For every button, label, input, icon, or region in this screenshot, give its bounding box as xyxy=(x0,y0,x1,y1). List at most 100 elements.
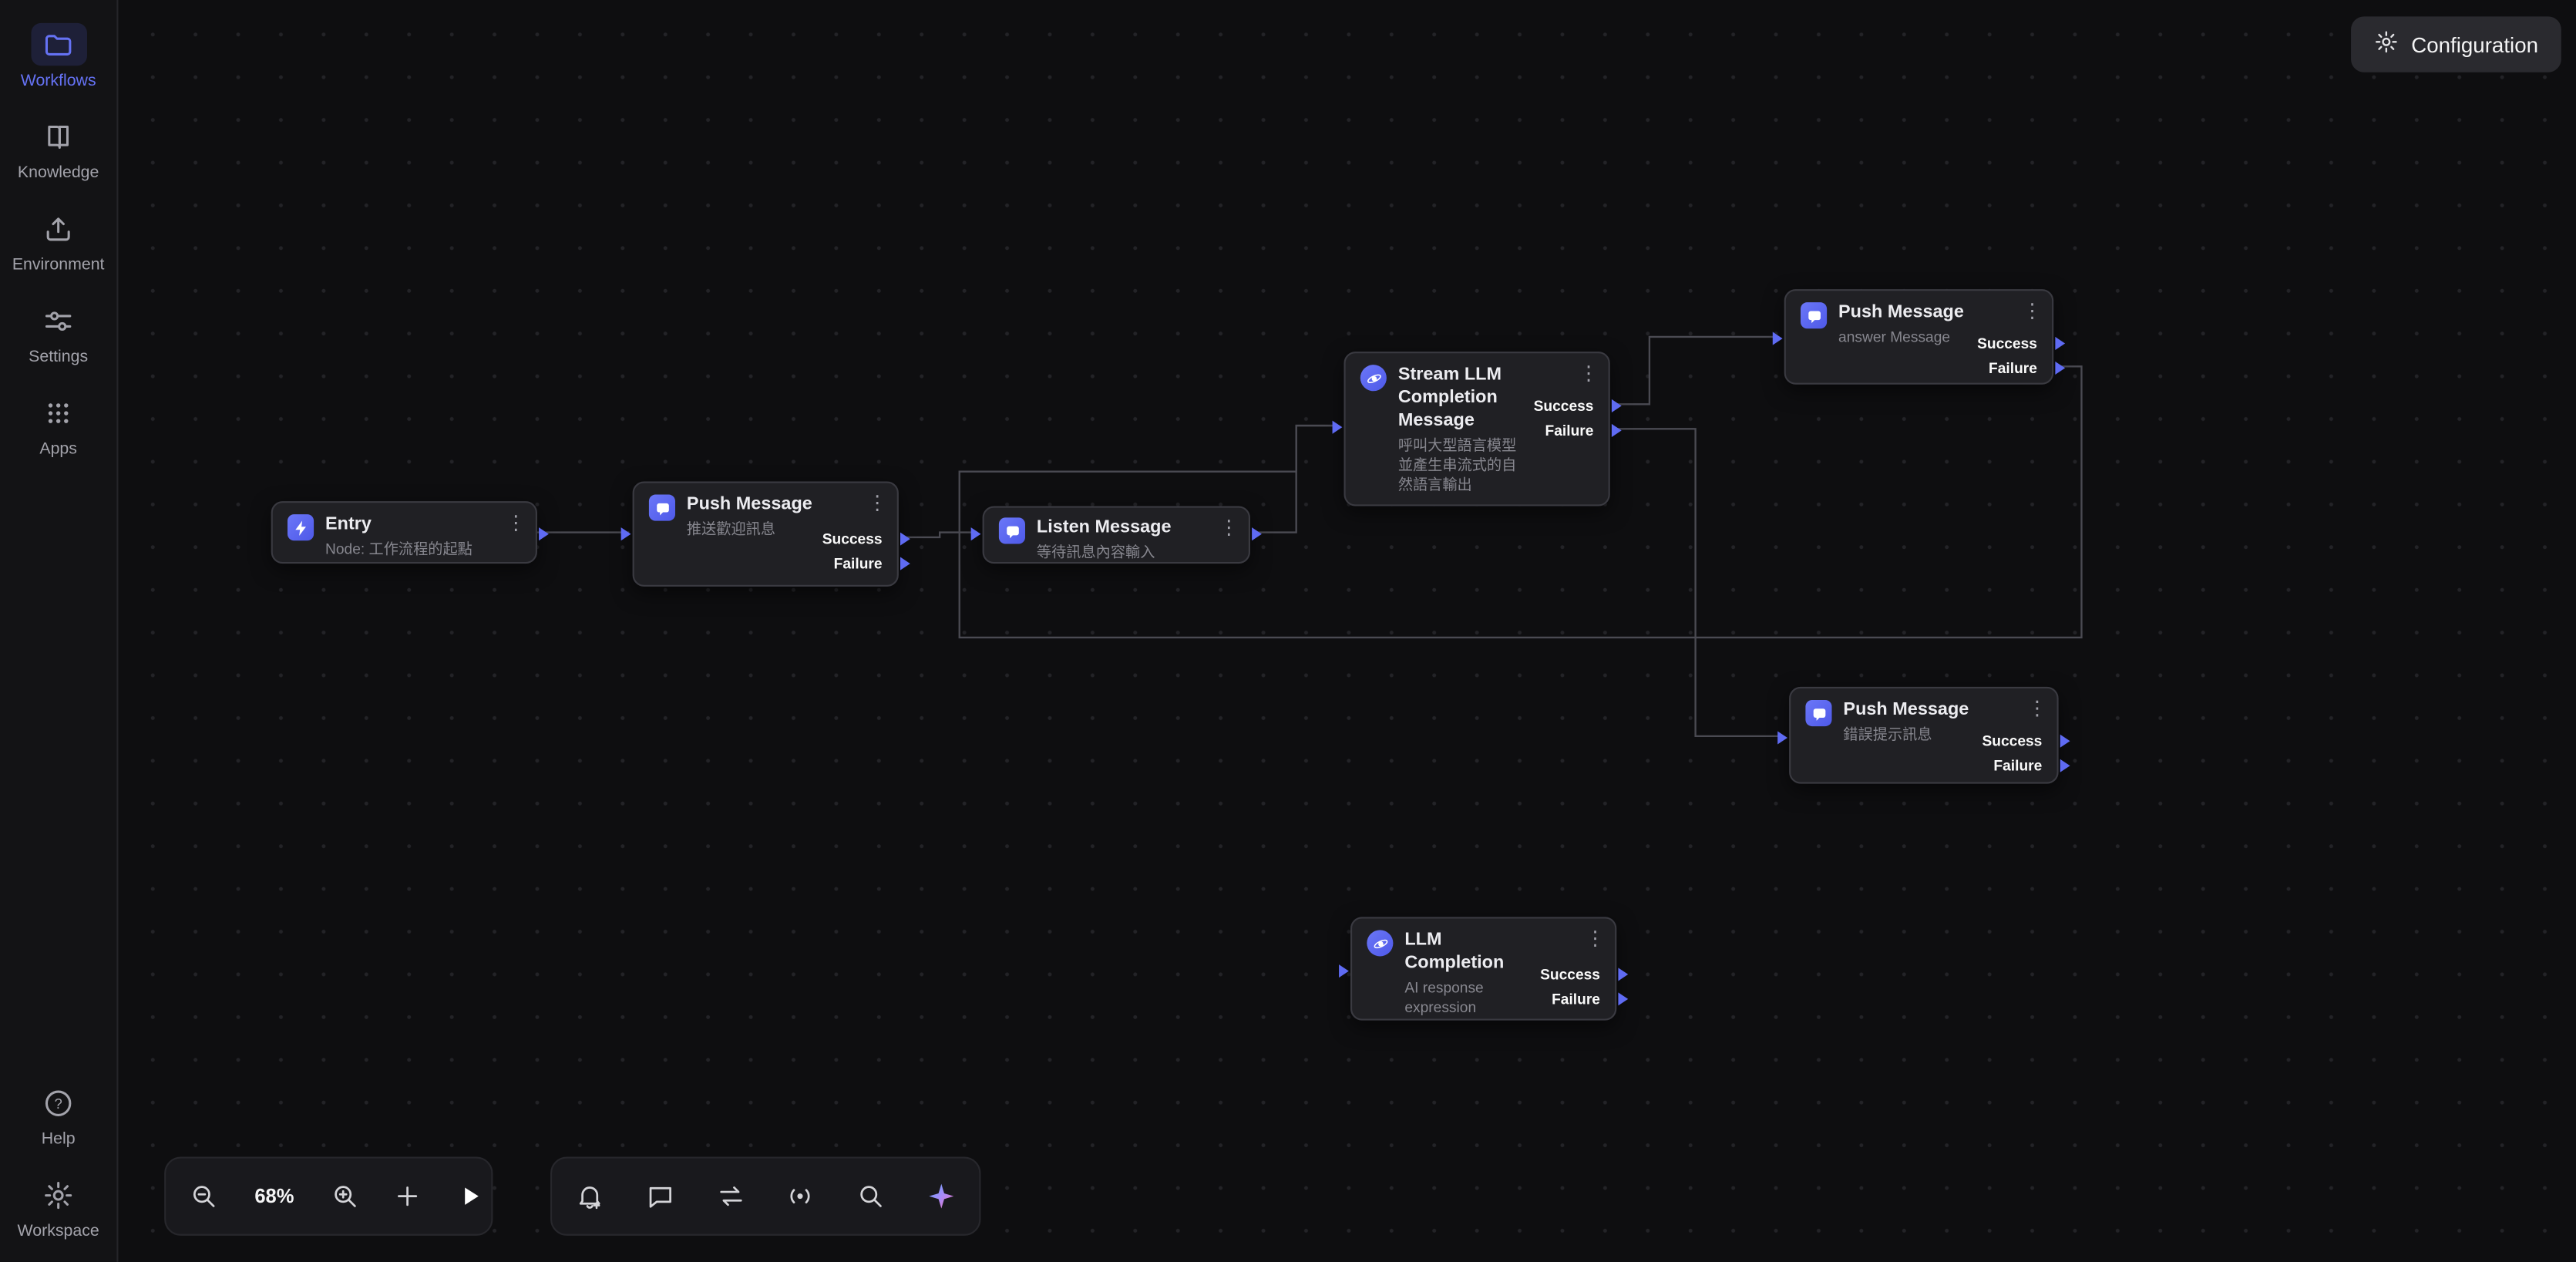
apps-grid-icon xyxy=(30,391,86,433)
success-port[interactable] xyxy=(1611,399,1622,412)
output-port[interactable] xyxy=(1252,527,1262,541)
upload-icon xyxy=(30,207,86,250)
gear-icon xyxy=(2373,29,2398,59)
node-menu-icon[interactable]: ⋮ xyxy=(867,491,887,515)
node-subtitle: 呼叫大型語言模型並產生串流式的自然語言輸出 xyxy=(1397,436,1517,493)
node-subtitle: answer Message xyxy=(1838,328,1951,345)
success-port[interactable] xyxy=(1618,968,1629,981)
add-node-icon[interactable] xyxy=(392,1181,422,1210)
node-menu-icon[interactable]: ⋮ xyxy=(1579,361,1599,385)
question-glyph: ? xyxy=(55,1095,62,1111)
zoom-in-icon[interactable] xyxy=(330,1181,359,1210)
ai-sparkle-icon[interactable] xyxy=(926,1181,956,1210)
sidebar: Workflows Knowledge Environment Settings xyxy=(0,0,119,1262)
success-label: Success xyxy=(1533,397,1594,415)
node-menu-icon[interactable]: ⋮ xyxy=(1585,927,1606,950)
failure-label: Failure xyxy=(833,555,883,572)
sidebar-item-environment[interactable]: Environment xyxy=(12,207,105,277)
success-label: Success xyxy=(1982,732,2043,749)
run-icon[interactable] xyxy=(455,1181,484,1210)
input-port[interactable] xyxy=(1339,964,1349,978)
sidebar-item-settings[interactable]: Settings xyxy=(29,299,88,369)
broadcast-icon[interactable] xyxy=(786,1181,816,1210)
node-stream-llm-completion[interactable]: Stream LLM Completion Message 呼叫大型語言模型並產… xyxy=(1332,352,1622,506)
help-circle-icon: ? xyxy=(30,1081,86,1123)
sidebar-item-label: Knowledge xyxy=(17,164,99,183)
comment-icon[interactable] xyxy=(645,1181,674,1210)
entry-icon xyxy=(287,514,314,541)
success-label: Success xyxy=(1977,335,2037,352)
gear-icon xyxy=(30,1173,86,1216)
sidebar-item-help[interactable]: ? Help xyxy=(30,1081,86,1150)
success-label: Success xyxy=(1540,966,1600,983)
configuration-label: Configuration xyxy=(2411,32,2539,57)
input-port[interactable] xyxy=(1772,331,1783,345)
sidebar-item-apps[interactable]: Apps xyxy=(30,391,86,460)
node-menu-icon[interactable]: ⋮ xyxy=(506,510,526,534)
node-title: Push Message xyxy=(686,494,812,515)
zoom-out-icon[interactable] xyxy=(189,1181,218,1210)
failure-port[interactable] xyxy=(900,557,910,570)
success-label: Success xyxy=(822,530,883,547)
failure-label: Failure xyxy=(1993,757,2043,774)
node-title: Push Message xyxy=(1843,699,1969,720)
message-icon xyxy=(998,517,1025,544)
node-push-message-answer[interactable]: Push Message answer Message ⋮ Success Fa… xyxy=(1772,289,2066,385)
failure-port[interactable] xyxy=(2055,361,2066,375)
notification-add-icon[interactable] xyxy=(575,1181,604,1210)
node-subtitle: AI response expression xyxy=(1404,979,1484,1016)
input-port[interactable] xyxy=(620,527,631,541)
failure-label: Failure xyxy=(1545,422,1594,439)
swap-arrows-icon[interactable] xyxy=(715,1181,745,1210)
llm-icon xyxy=(1360,365,1387,392)
failure-label: Failure xyxy=(1552,991,1600,1008)
sidebar-item-workflows[interactable]: Workflows xyxy=(21,22,96,93)
node-llm-completion[interactable]: LLM Completion AI response expression ⋮ … xyxy=(1339,917,1629,1021)
message-icon xyxy=(1801,302,1828,329)
node-title: Push Message xyxy=(1838,302,1964,322)
sidebar-item-knowledge[interactable]: Knowledge xyxy=(18,115,99,184)
sidebar-item-label: Help xyxy=(41,1130,76,1149)
node-subtitle: 推送歡迎訊息 xyxy=(686,520,776,537)
node-menu-icon[interactable]: ⋮ xyxy=(2027,696,2047,720)
node-listen-message[interactable]: Listen Message 等待訊息內容輸入 ⋮ xyxy=(970,506,1262,564)
message-icon xyxy=(648,494,676,521)
sidebar-item-label: Workspace xyxy=(17,1222,99,1241)
book-icon xyxy=(30,115,86,157)
sidebar-item-workspace[interactable]: Workspace xyxy=(18,1173,99,1243)
configuration-button[interactable]: Configuration xyxy=(2350,16,2561,72)
sidebar-item-label: Settings xyxy=(29,348,89,367)
node-push-message-error[interactable]: Push Message 錯誤提示訊息 ⋮ Success Failure xyxy=(1777,686,2070,784)
output-port[interactable] xyxy=(539,527,549,541)
node-entry[interactable]: Entry Node: 工作流程的起點 ⋮ xyxy=(271,501,549,564)
input-port[interactable] xyxy=(970,527,981,541)
input-port[interactable] xyxy=(1777,731,1787,745)
sidebar-item-label: Apps xyxy=(39,440,77,459)
node-title: LLM Completion xyxy=(1404,930,1505,973)
actions-toolbar xyxy=(550,1156,981,1236)
success-port[interactable] xyxy=(900,532,910,546)
workflow-canvas[interactable] xyxy=(118,0,2576,1262)
failure-port[interactable] xyxy=(2060,759,2070,772)
folder-icon xyxy=(30,22,86,66)
search-icon[interactable] xyxy=(856,1181,886,1210)
node-subtitle: 等待訊息內容輸入 xyxy=(1036,544,1155,560)
node-push-message-welcome[interactable]: Push Message 推送歡迎訊息 ⋮ Success Failure xyxy=(620,481,910,587)
success-port[interactable] xyxy=(2060,734,2070,748)
message-icon xyxy=(1805,699,1832,727)
node-title: Stream LLM Completion Message xyxy=(1397,365,1502,431)
failure-label: Failure xyxy=(1989,359,2037,377)
node-subtitle: 錯誤提示訊息 xyxy=(1843,726,1932,743)
llm-icon xyxy=(1367,930,1394,957)
node-menu-icon[interactable]: ⋮ xyxy=(1219,516,1239,540)
zoom-toolbar: 68% xyxy=(164,1156,493,1236)
success-port[interactable] xyxy=(2055,336,2066,350)
input-port[interactable] xyxy=(1332,420,1343,434)
failure-port[interactable] xyxy=(1618,992,1629,1006)
node-menu-icon[interactable]: ⋮ xyxy=(2022,298,2043,322)
node-subtitle: Node: 工作流程的起點 xyxy=(325,540,472,557)
node-title: Entry xyxy=(325,514,372,534)
sidebar-item-label: Environment xyxy=(12,256,105,274)
failure-port[interactable] xyxy=(1611,423,1622,437)
